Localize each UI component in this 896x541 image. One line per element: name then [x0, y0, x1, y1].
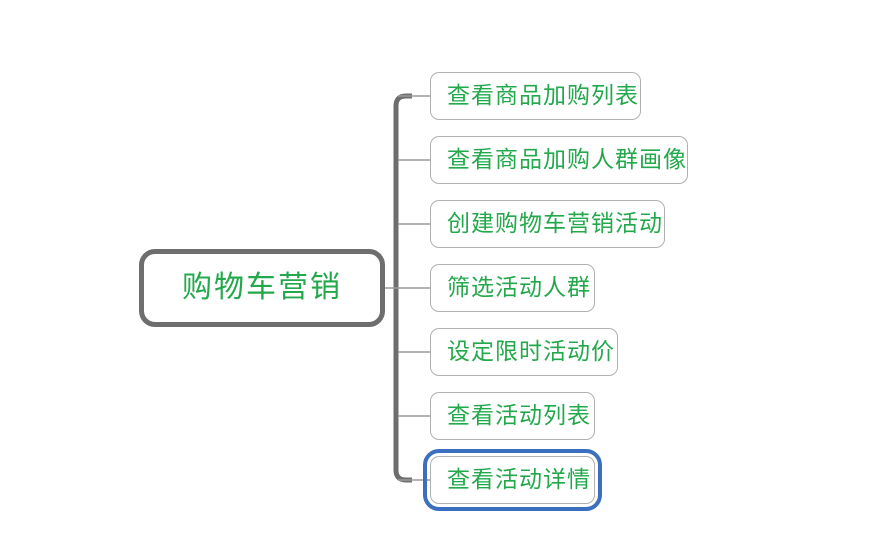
child-node-7[interactable]: 查看活动详情 — [423, 449, 602, 511]
child-node-3[interactable]: 创建购物车营销活动 — [430, 200, 665, 248]
child-node-label: 查看商品加购列表 — [447, 82, 639, 109]
child-node-1[interactable]: 查看商品加购列表 — [430, 72, 641, 120]
child-node-4[interactable]: 筛选活动人群 — [430, 264, 595, 312]
child-node-label: 查看商品加购人群画像 — [447, 146, 687, 173]
child-node-label: 创建购物车营销活动 — [447, 210, 663, 237]
root-node-label: 购物车营销 — [182, 270, 342, 305]
root-node[interactable]: 购物车营销 — [139, 249, 385, 327]
child-node-label: 筛选活动人群 — [447, 274, 591, 301]
child-node-label: 查看活动详情 — [447, 466, 591, 493]
child-node-6[interactable]: 查看活动列表 — [430, 392, 595, 440]
child-node-5[interactable]: 设定限时活动价 — [430, 328, 618, 376]
child-node-label: 查看活动列表 — [447, 402, 591, 429]
child-node-2[interactable]: 查看商品加购人群画像 — [430, 136, 688, 184]
child-node-label: 设定限时活动价 — [447, 338, 615, 365]
trunk-line — [393, 93, 412, 483]
